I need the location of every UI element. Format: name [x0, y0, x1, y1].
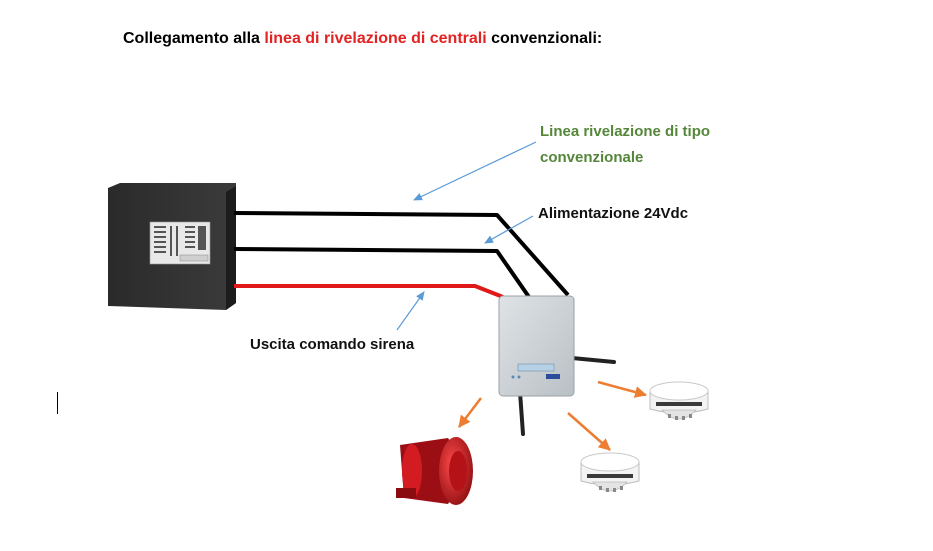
pointer-power — [484, 215, 534, 244]
line-type-label-line2: convenzionale — [540, 149, 644, 166]
signal-arrows — [458, 380, 647, 451]
power-supply-label: Alimentazione 24Vdc — [538, 205, 689, 222]
line-type-label: Linea rivelazione di tipo convenzionale — [540, 119, 710, 171]
siren-icon — [396, 437, 473, 505]
smoke-detector-icon — [649, 381, 709, 420]
wire-red — [234, 284, 504, 299]
title-prefix: Collegamento alla — [123, 30, 265, 47]
pointer-line-type — [413, 141, 537, 201]
text-cursor — [57, 392, 58, 414]
line-type-label-line1: Linea rivelazione di tipo — [540, 123, 711, 140]
label-pointers — [396, 141, 537, 331]
title-suffix: convenzionali: — [486, 30, 603, 47]
arrow-to-detector-lower — [567, 412, 611, 451]
wire-black-middle — [233, 247, 531, 299]
wires — [233, 211, 570, 299]
diagram-title: Collegamento alla linea di rivelazione d… — [123, 30, 602, 48]
wireless-module-icon — [498, 295, 616, 436]
siren-output-label: Uscita comando sirena — [250, 336, 415, 353]
smoke-detector-icon — [580, 452, 640, 492]
title-highlight: linea di rivelazione di centrali — [264, 30, 487, 47]
arrow-to-detector-upper — [597, 380, 647, 398]
control-panel-icon — [108, 183, 236, 310]
arrow-to-siren — [458, 397, 482, 428]
pointer-siren — [396, 291, 425, 331]
wire-black-top — [233, 211, 570, 297]
